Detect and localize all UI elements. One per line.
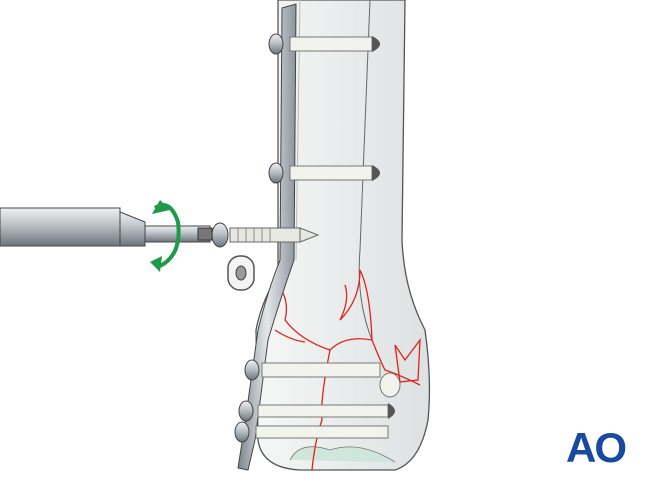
- screwdriver: [0, 207, 213, 247]
- svg-text:AO: AO: [566, 424, 625, 471]
- plate-hole: [227, 255, 255, 291]
- ao-logo: AO: [566, 424, 627, 471]
- screw: [268, 162, 380, 184]
- screw: [244, 359, 381, 381]
- screw: [238, 400, 395, 422]
- inserting-screw: [211, 222, 320, 248]
- screws: [211, 33, 401, 443]
- bone: [255, 0, 431, 471]
- rotation-arrow-icon: [150, 200, 181, 272]
- screw: [268, 33, 380, 55]
- bone-plate: [237, 3, 297, 471]
- screw: [234, 421, 389, 443]
